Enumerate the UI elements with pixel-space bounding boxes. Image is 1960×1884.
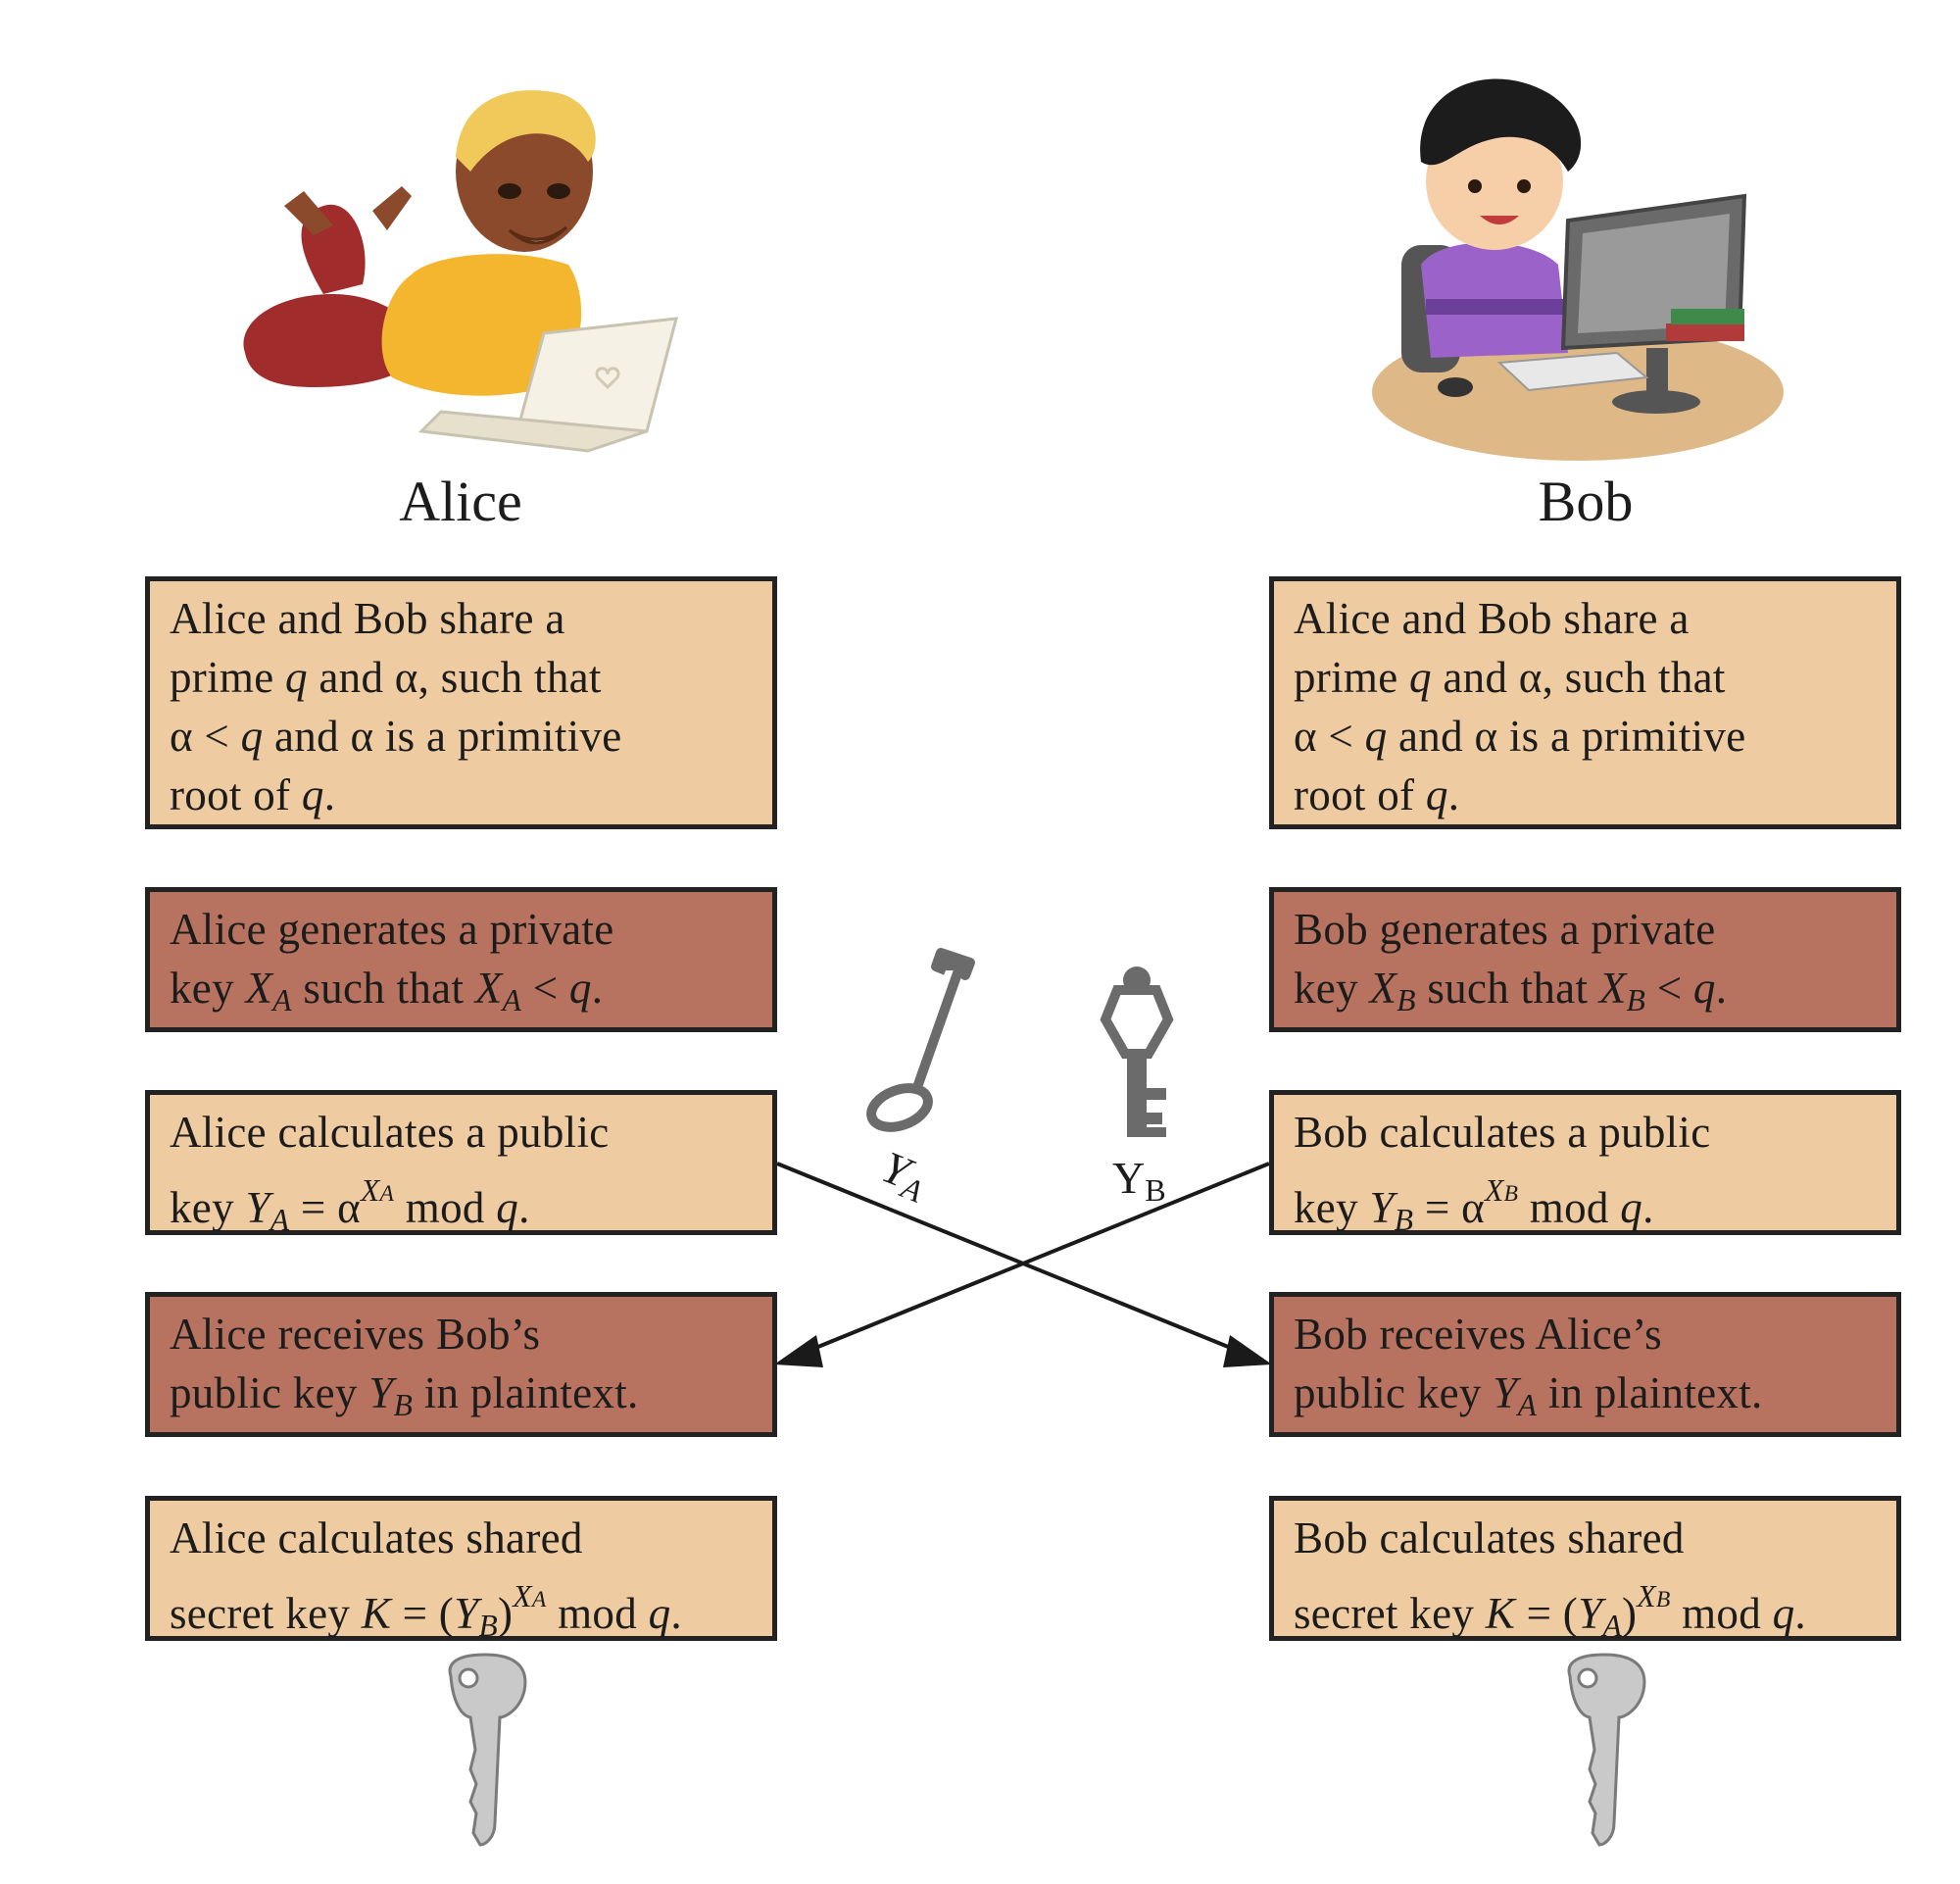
alice-step2-line1: Alice generates a private (170, 905, 614, 954)
bob-step1-line1: Alice and Bob share a (1294, 594, 1690, 643)
alice-step-shared-params: Alice and Bob share a prime q and α, suc… (145, 576, 777, 829)
bob-step4-line1: Bob receives Alice’s (1294, 1310, 1662, 1359)
bob-step-receive: Bob receives Alice’s public key YA in pl… (1269, 1292, 1901, 1437)
bob-step-shared-params: Alice and Bob share a prime q and α, suc… (1269, 576, 1901, 829)
alice-step1-line3: α < q and α is a primitive (170, 712, 622, 761)
alice-name: Alice (399, 470, 522, 533)
yb-arrow-line (803, 1162, 1270, 1355)
alice-step-shared-secret: Alice calculates shared secret key K = (… (145, 1496, 777, 1643)
bob-step5-line1: Bob calculates shared (1294, 1513, 1685, 1562)
alice-illustration (243, 90, 679, 453)
alice-step2-line2: key XA such that XA < q. (170, 964, 604, 1017)
bob-illustration (1372, 78, 1784, 461)
alice-step-public-key: Alice calculates a public key YA = αXA m… (145, 1090, 777, 1237)
bob-step1-line2: prime q and α, such that (1294, 653, 1726, 702)
ya-arrow-line (776, 1162, 1244, 1355)
alice-step4-line2: public key YB in plaintext. (170, 1368, 639, 1422)
ya-arrowhead (1223, 1335, 1272, 1367)
label-yb: YB (1112, 1153, 1166, 1209)
bob-step-private-key: Bob generates a private key XB such that… (1269, 887, 1901, 1032)
alice-step5-line1: Alice calculates shared (170, 1513, 583, 1562)
alice-step3-line1: Alice calculates a public (170, 1108, 610, 1157)
bob-step5-line2: secret key K = (YA)XB mod q. (1294, 1579, 1806, 1643)
public-key-ya-icon (866, 948, 975, 1132)
bob-step3-line2: key YB = αXB mod q. (1294, 1173, 1654, 1237)
yb-arrowhead (774, 1335, 823, 1367)
bob-step1-line3: α < q and α is a primitive (1294, 712, 1746, 761)
bob-step4-line2: public key YA in plaintext. (1294, 1368, 1763, 1422)
bob-name: Bob (1538, 470, 1634, 533)
alice-shared-key-icon (448, 1653, 527, 1847)
alice-step1-line2: prime q and α, such that (170, 653, 602, 702)
bob-step1-line4: root of q. (1294, 770, 1460, 819)
bob-step3-line1: Bob calculates a public (1294, 1108, 1711, 1157)
bob-step2-line2: key XB such that XB < q. (1294, 964, 1728, 1017)
alice-step3-line2: key YA = αXA mod q. (170, 1173, 530, 1237)
exchange-arrows (776, 1162, 1270, 1355)
bob-step-public-key: Bob calculates a public key YB = αXB mod… (1269, 1090, 1901, 1237)
public-key-yb-icon (1100, 967, 1174, 1137)
bob-step-shared-secret: Bob calculates shared secret key K = (YA… (1269, 1496, 1901, 1643)
alice-step1-line4: root of q. (170, 770, 336, 819)
alice-step-receive: Alice receives Bob’s public key YB in pl… (145, 1292, 777, 1437)
bob-step2-line1: Bob generates a private (1294, 905, 1716, 954)
alice-step4-line1: Alice receives Bob’s (170, 1310, 541, 1359)
alice-step5-line2: secret key K = (YB)XA mod q. (170, 1579, 682, 1643)
alice-step1-line1: Alice and Bob share a (170, 594, 565, 643)
alice-step-private-key: Alice generates a private key XA such th… (145, 887, 777, 1032)
bob-shared-key-icon (1567, 1653, 1646, 1847)
